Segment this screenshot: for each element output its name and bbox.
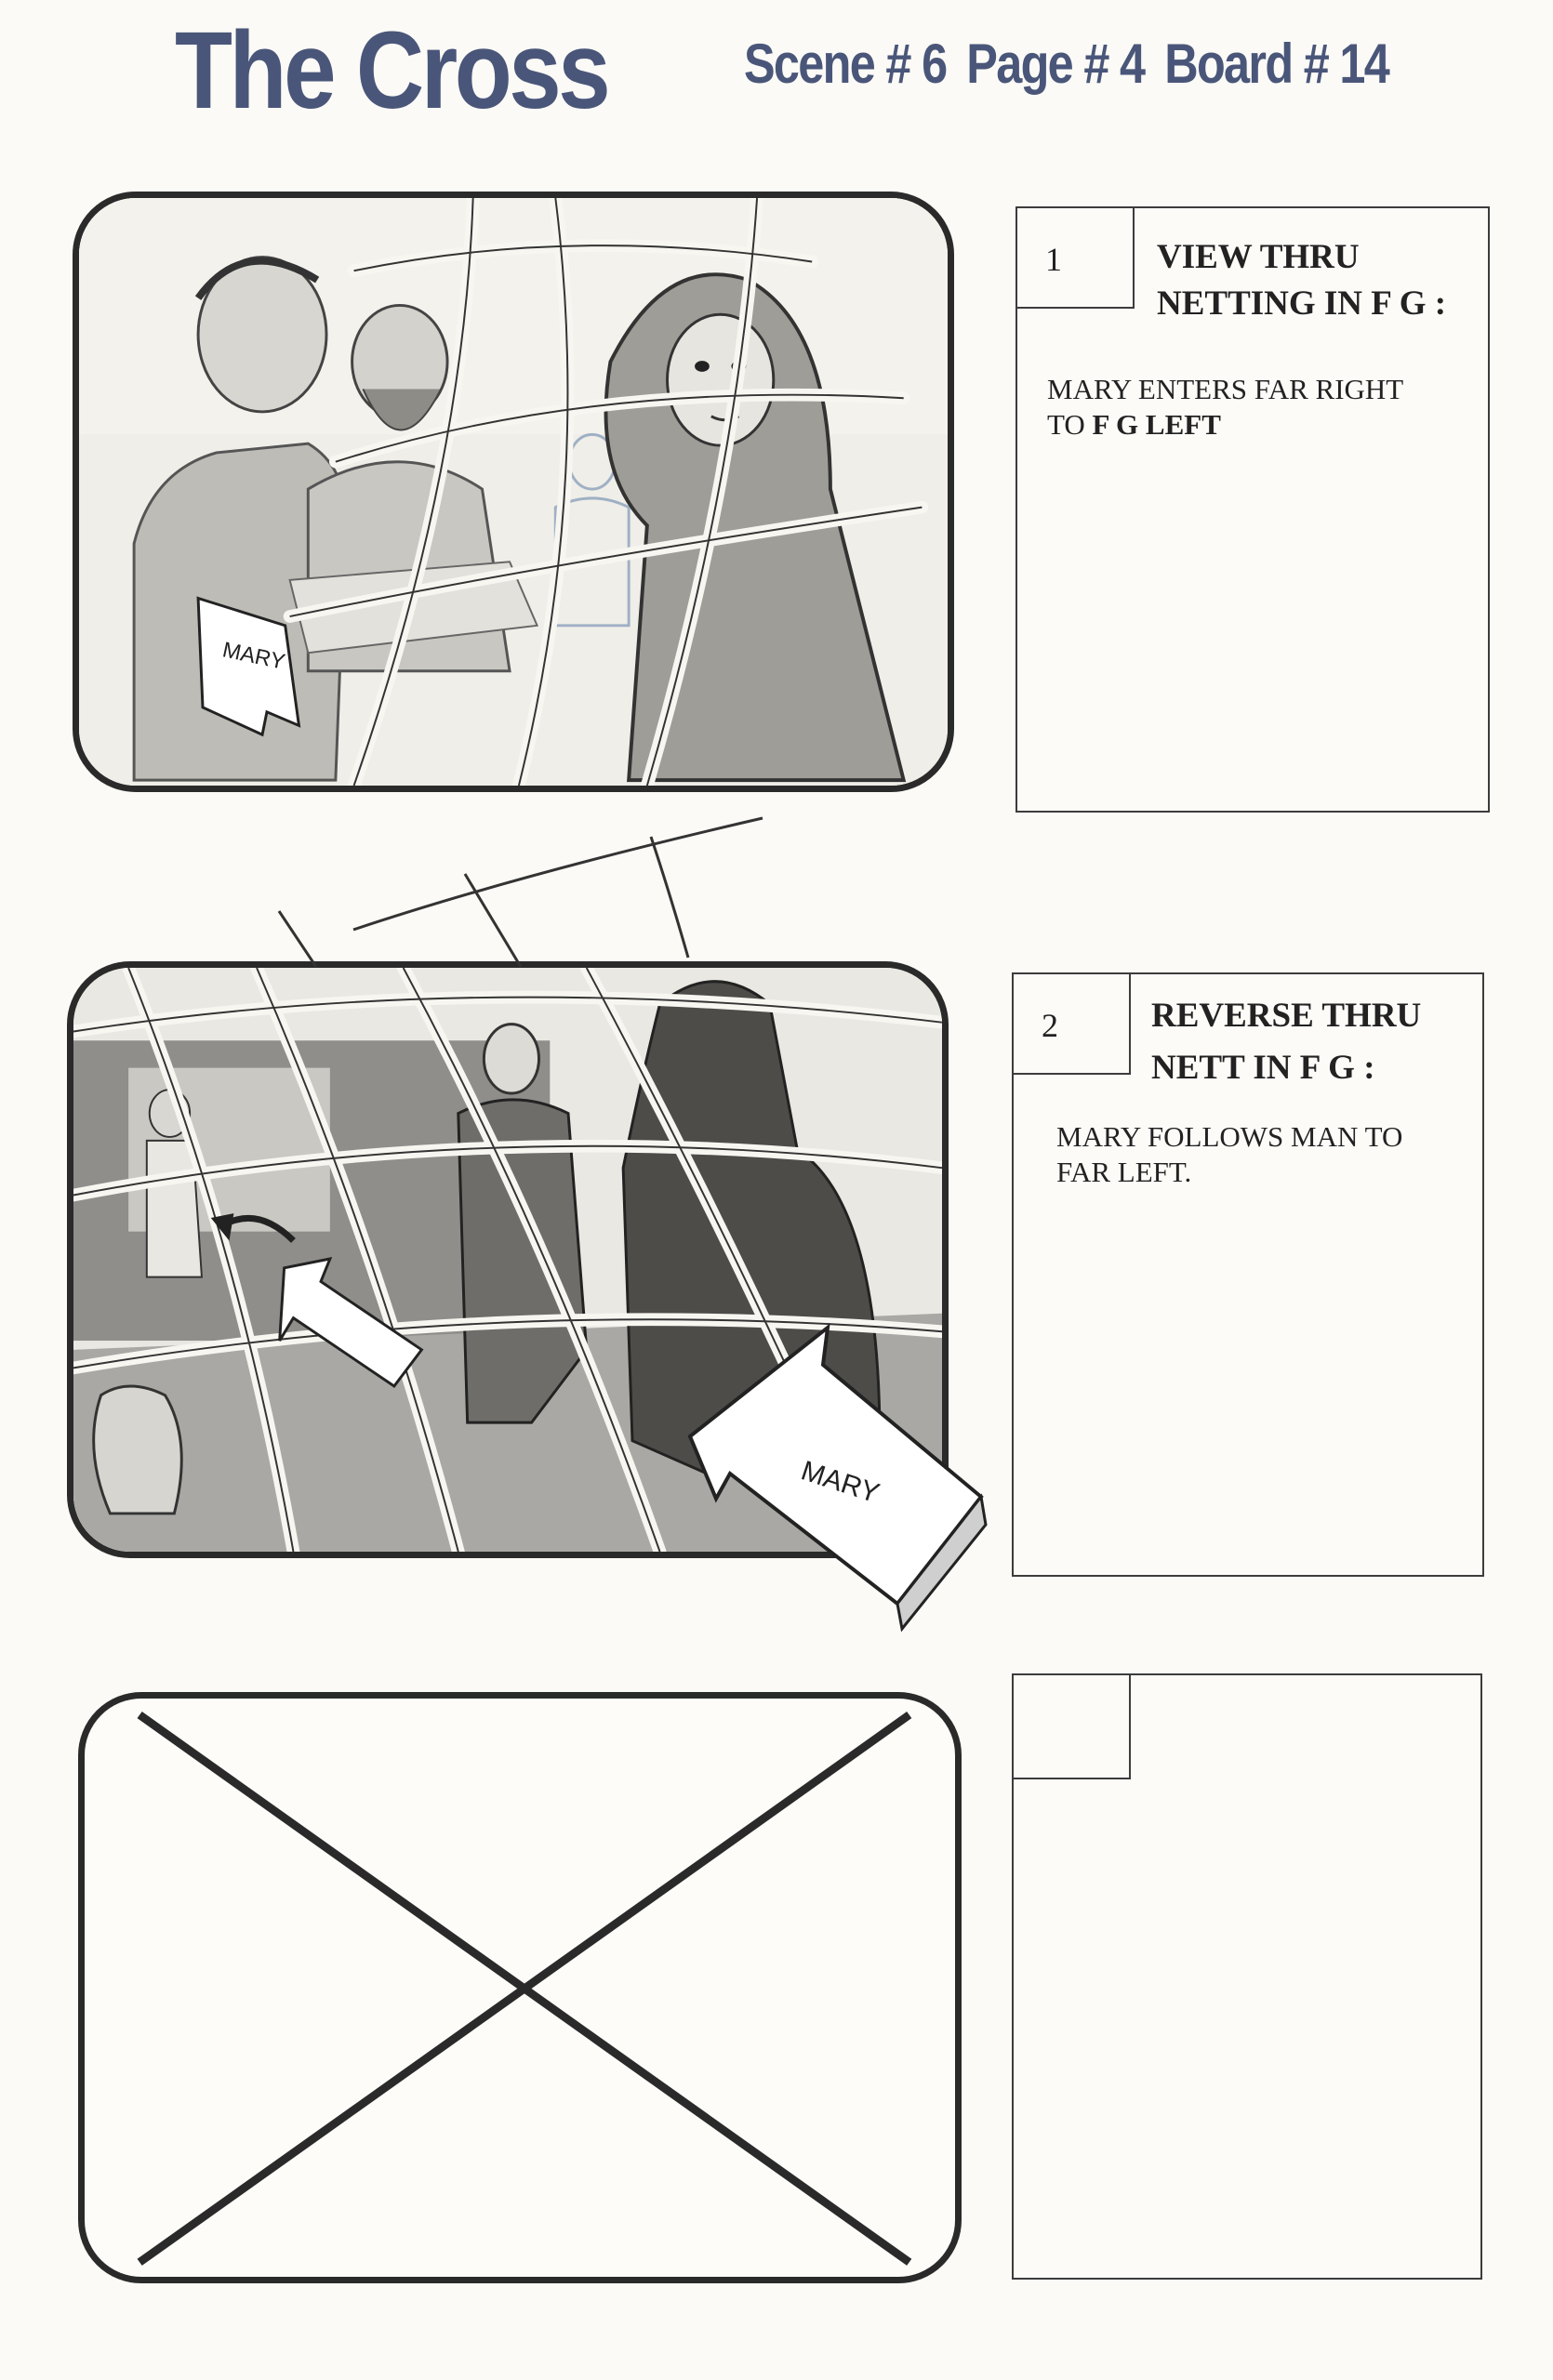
frame-2-heading: REVERSE THRU NETT IN F G :: [1151, 997, 1422, 1087]
page-number: Page # 4: [966, 33, 1146, 95]
frame-1-heading: VIEW THRU NETTING IN F G :: [1157, 238, 1447, 323]
frame-1-number: 1: [1017, 208, 1135, 309]
storyboard-meta: Scene # 6 Page # 4 Board # 14: [744, 32, 1409, 96]
frame-1-description: 1 VIEW THRU NETTING IN F G : MARY ENTERS…: [1015, 206, 1490, 813]
frame-3-cross-marks: [137, 1712, 912, 2266]
frame-2-sketch: [67, 961, 949, 1558]
frame-2-description: 2 REVERSE THRU NETT IN F G : MARY FOLLOW…: [1012, 972, 1484, 1577]
frame-1-action: MARY ENTERS FAR RIGHT TO F G LEFT: [1047, 373, 1404, 441]
frame-1-drawing: MARY: [79, 198, 948, 786]
storyboard-title: The Cross: [175, 9, 611, 132]
frame-1-mary-arrow: MARY: [196, 596, 301, 737]
frame-3-empty: [78, 1692, 962, 2283]
frame-2-number: 2: [1014, 974, 1131, 1075]
frame-1-sketch: MARY: [73, 192, 954, 792]
scene-number: Scene # 6: [744, 33, 948, 95]
frame-2-action: MARY FOLLOWS MAN TO FAR LEFT.: [1056, 1120, 1403, 1188]
frame-3-number: [1014, 1675, 1131, 1779]
board-number: Board # 14: [1164, 33, 1390, 95]
frame-3-description: [1012, 1673, 1482, 2280]
frame-2-drawing: [73, 968, 942, 1552]
